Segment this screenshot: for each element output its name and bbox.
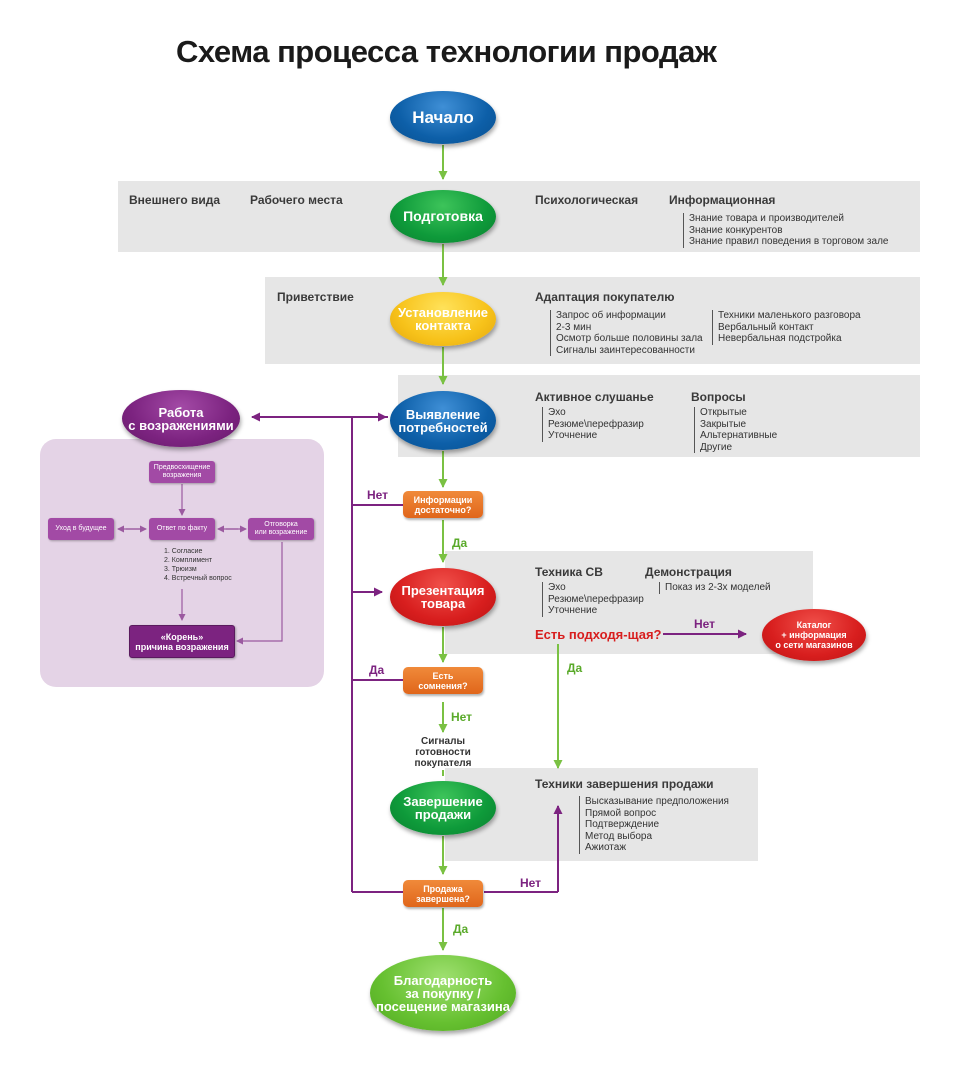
decision-sale-done: Продажа завершена? [403,880,483,907]
closing-list: Высказывание предположения Прямой вопрос… [579,796,729,854]
objection-future: Уход в будущее [48,518,114,540]
node-catalog: Каталог + информация о сети магазинов [762,609,866,661]
objection-answer-list: 1. Согласие 2. Комплимент 3. Трюизм 4. В… [164,547,232,583]
node-needs: Выявление потребностей [390,391,496,450]
list-item: Сигналы заинтересованности [556,344,695,356]
list-item: 2. Комплимент [164,557,213,564]
list-item: 1. Согласие [164,548,203,555]
answer-yes-sale: Да [453,922,469,936]
answer-yes-doubts: Да [369,663,385,677]
list-item: Высказывание предположения [585,796,729,807]
needs-listening-list: Эхо Резюме\перефразир Уточнение [542,407,644,442]
list-item: Вербальный контакт [718,321,814,333]
list-item: Открытые [700,407,747,418]
decision-info-enough: Информации достаточно? [403,491,483,518]
prep-informational: Информационная [669,193,776,207]
needs-questions: Вопросы [691,390,746,404]
node-contact: Установление контакта [390,292,496,346]
list-item: Метод выбора [585,830,653,842]
prep-psychological: Психологическая [535,193,639,207]
list-item: Прямой вопрос [585,807,657,819]
list-item: Запрос об информации [556,310,666,321]
prep-info-list: Знание товара и производителей Знание ко… [683,213,888,248]
list-item: Закрытые [700,418,747,430]
list-item: Уточнение [548,605,598,616]
band-presentation [445,551,813,654]
list-item: Уточнение [548,430,598,441]
objection-root: «Корень» причина возражения [129,625,235,658]
objection-answer: Ответ по факту [149,518,215,540]
list-item: 2-3 мин [556,321,592,333]
list-item: Подтверждение [585,819,660,830]
list-item: Резюме\перефразир [548,418,644,430]
contact-adaptation: Адаптация покупателю [535,290,675,304]
objection-anticipation: Предвосхищение возражения [149,461,215,483]
answer-no-sale: Нет [520,876,542,890]
band-preparation [118,181,920,252]
closing-title: Техники завершения продажи [535,777,714,791]
list-item: Знание правил поведения в торговом зале [689,236,889,247]
node-presentation: Презентация товара [390,568,496,626]
list-item: Показ из 2-3х моделей [665,582,771,593]
answer-no-doubts: Нет [451,710,473,724]
band-contact [265,277,920,364]
list-item: Ажиотаж [585,842,627,853]
list-item: Осмотр больше половины зала [556,333,703,344]
needs-listening: Активное слушанье [535,390,654,404]
answer-yes-suitable: Да [567,661,583,675]
prep-appearance: Внешнего вида [129,193,221,207]
present-demo-list: Показ из 2-3х моделей [659,582,771,594]
objection-excuse: Отговорка или возражение [248,518,314,540]
answer-no-suitable: Нет [694,617,716,631]
node-closing: Завершение продажи [390,781,496,835]
answer-yes-info: Да [452,536,468,550]
list-item: 4. Встречный вопрос [164,575,232,582]
prep-workplace: Рабочего места [250,193,343,207]
node-preparation: Подготовка [390,190,496,243]
buyer-signals: Сигналы готовности покупателя [414,736,472,769]
answer-no-info: Нет [367,488,389,502]
node-thanks: Благодарность за покупку / посещение маг… [370,955,516,1031]
list-item: Эхо [548,582,566,593]
node-start: Начало [390,91,496,144]
decision-doubts: Есть сомнения? [403,667,483,694]
contact-list-right: Техники маленького разговора Вербальный … [712,310,861,345]
list-item: Эхо [548,407,566,418]
contact-greeting: Приветствие [277,290,354,304]
list-item: Другие [700,441,733,453]
list-item: Знание конкурентов [689,224,783,236]
node-objections: Работа с возражениями [122,390,240,447]
band-closing [445,768,758,861]
present-suitable-question: Есть подходя-щая? [535,627,662,642]
list-item: Техники маленького разговора [718,310,861,321]
needs-questions-list: Открытые Закрытые Альтернативные Другие [694,407,777,453]
list-item: Резюме\перефразир [548,593,644,605]
list-item: Невербальная подстройка [718,333,842,344]
contact-list-left: Запрос об информации 2-3 мин Осмотр боль… [550,310,703,356]
present-demo: Демонстрация [645,565,732,579]
list-item: Альтернативные [700,430,778,441]
page-title: Схема процесса технологии продаж [176,34,717,69]
present-technique: Техника СВ [535,565,603,579]
list-item: 3. Трюизм [164,566,197,573]
present-technique-list: Эхо Резюме\перефразир Уточнение [542,582,644,617]
list-item: Знание товара и производителей [689,213,844,224]
